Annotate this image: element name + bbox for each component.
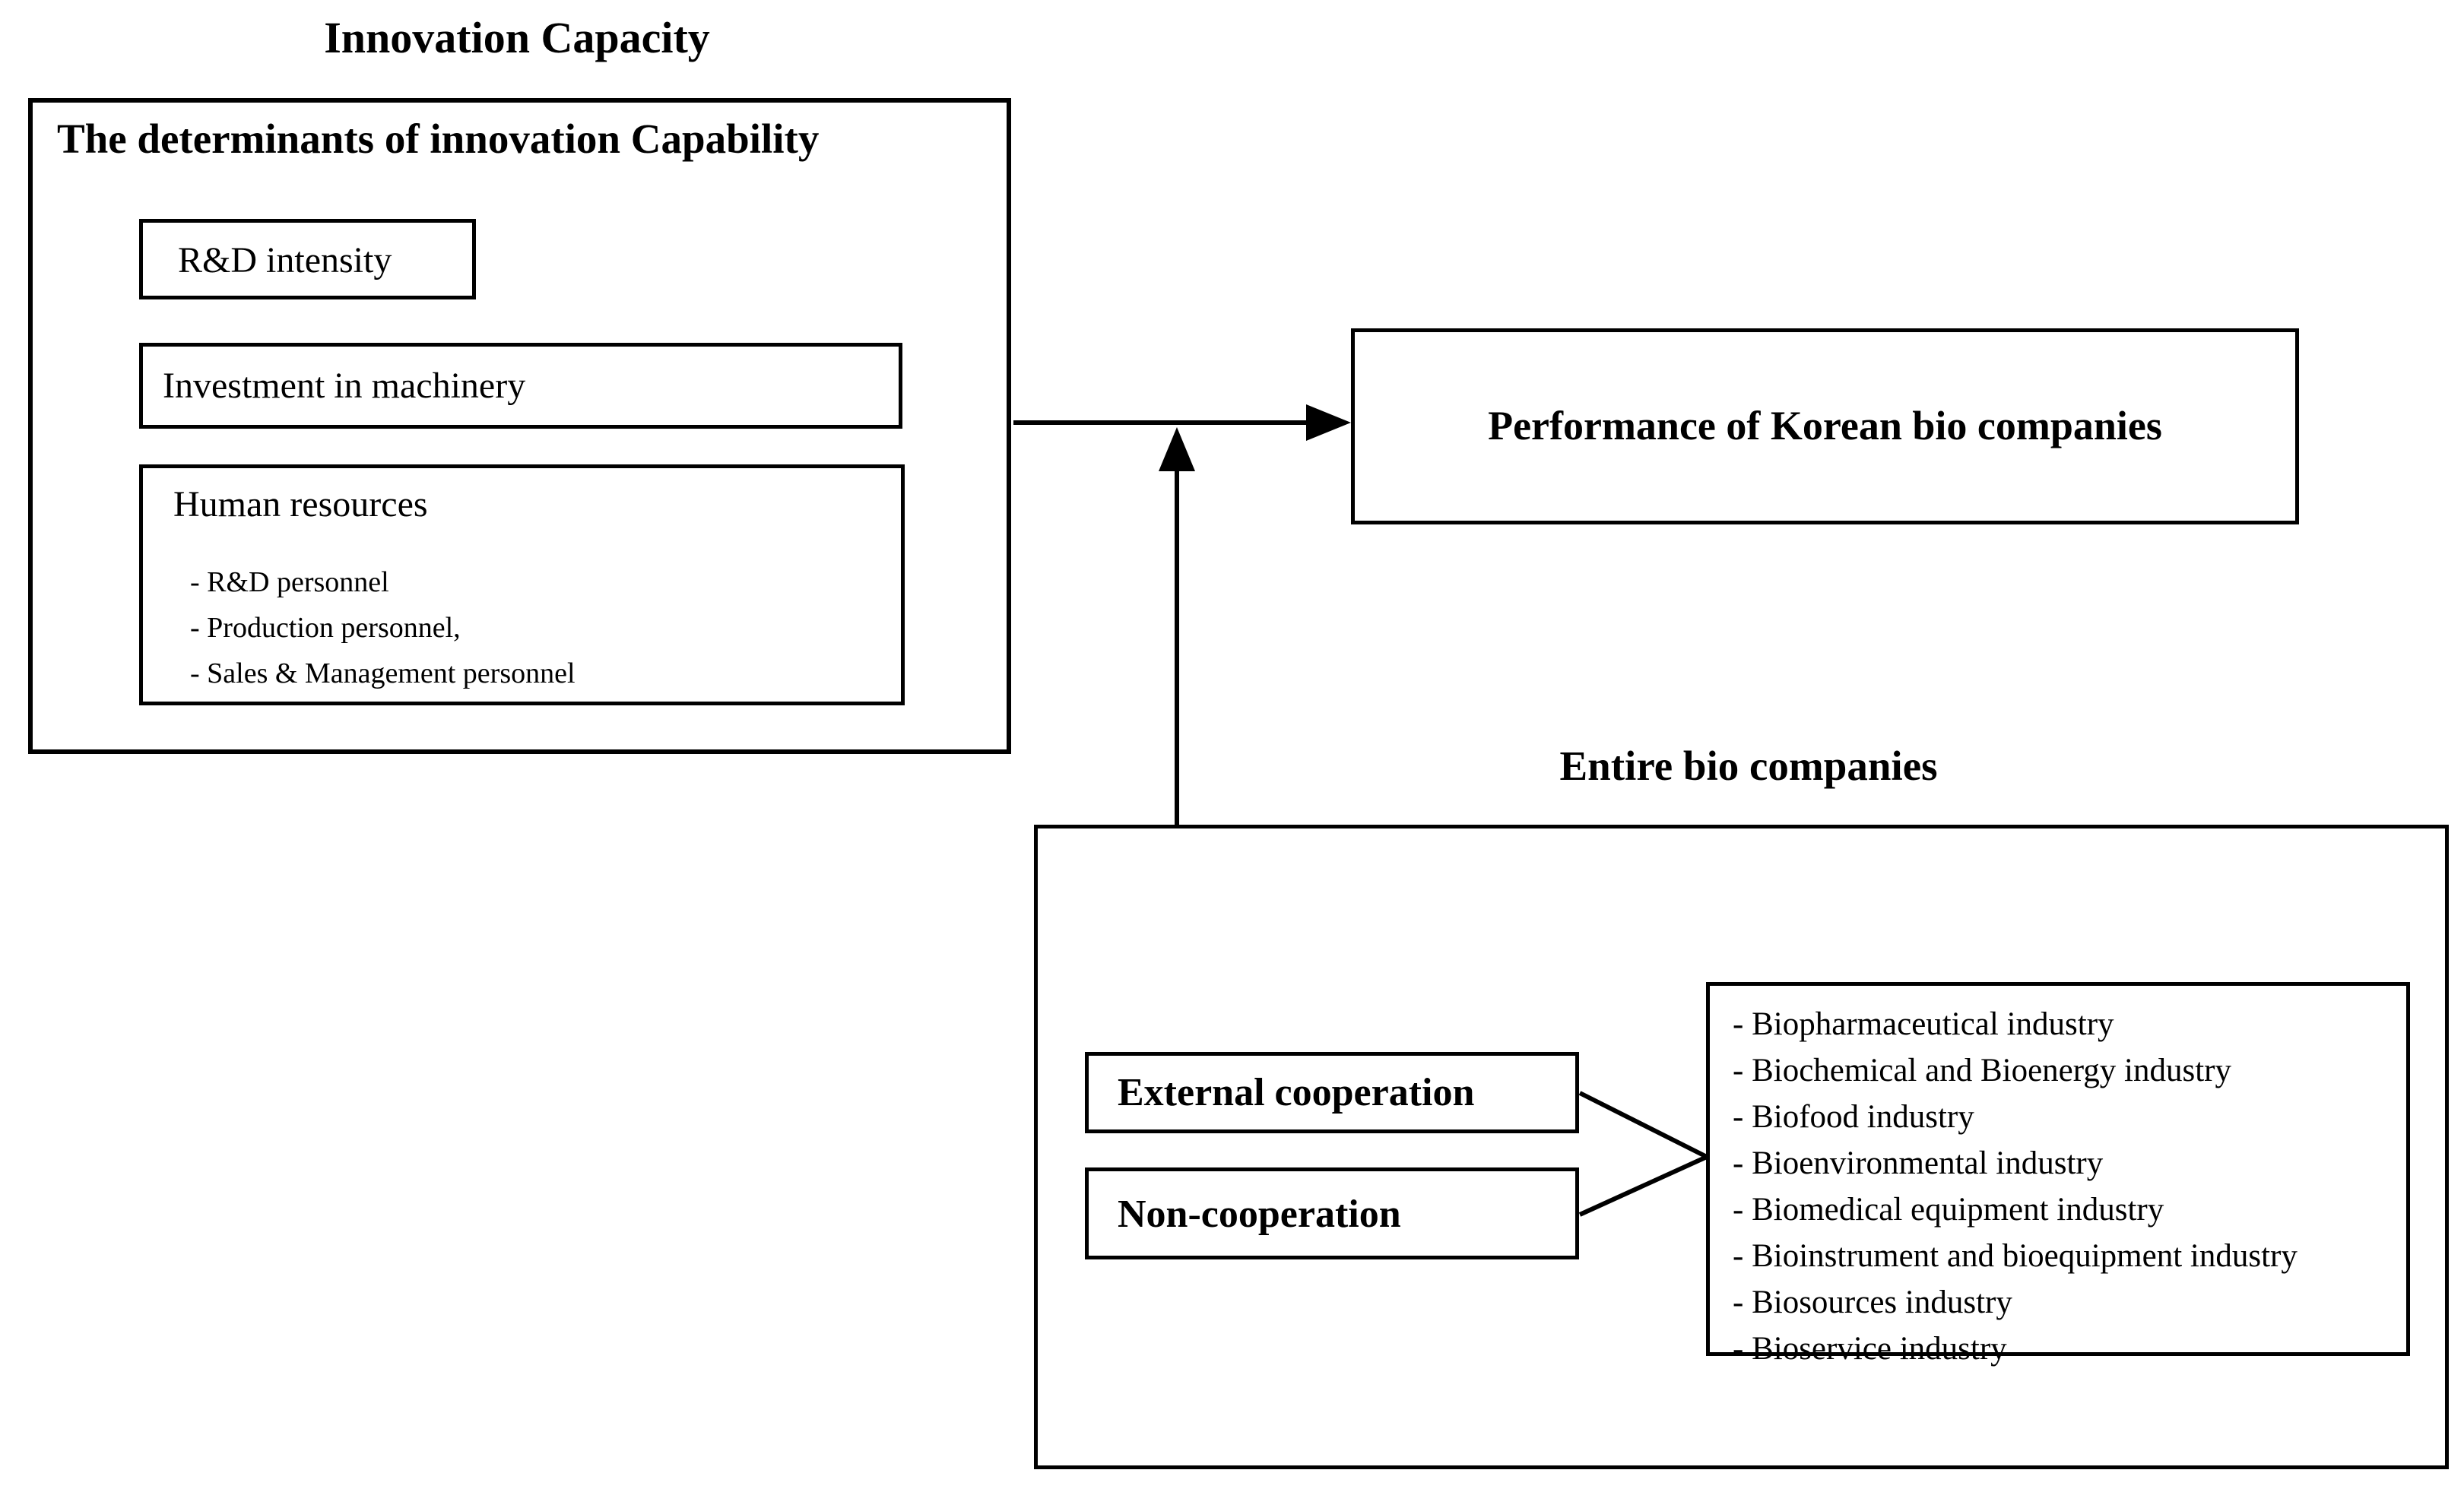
industry-item: - Bioenvironmental industry	[1733, 1145, 2104, 1181]
non-cooperation-label: Non-cooperation	[1118, 1193, 1401, 1236]
industry-item: - Biomedical equipment industry	[1733, 1192, 2164, 1228]
external-cooperation-box: External cooperation	[1085, 1052, 1579, 1133]
industry-item: - Bioservice industry	[1733, 1331, 2007, 1367]
vertical-arrow-head	[1159, 427, 1195, 471]
rd-intensity-label: R&D intensity	[178, 240, 392, 280]
industry-item: - Biosources industry	[1733, 1285, 2012, 1320]
industry-item: - Biofood industry	[1733, 1099, 1974, 1135]
hr-item: - Production personnel,	[190, 612, 461, 644]
human-resources-box: Human resources - R&D personnel - Produc…	[139, 464, 905, 705]
investment-box: Investment in machinery	[139, 343, 902, 429]
industries-list: - Biopharmaceutical industry - Biochemic…	[1733, 1001, 2298, 1372]
industry-item: - Biopharmaceutical industry	[1733, 1006, 2114, 1042]
innovation-capacity-title: Innovation Capacity	[324, 13, 710, 62]
rd-intensity-box: R&D intensity	[139, 219, 476, 299]
determinants-box: The determinants of innovation Capabilit…	[28, 98, 1011, 754]
human-resources-title: Human resources	[173, 484, 428, 524]
non-cooperation-box: Non-cooperation	[1085, 1167, 1579, 1259]
entire-bio-box: External cooperation Non-cooperation - B…	[1034, 825, 2449, 1469]
human-resources-items: - R&D personnel - Production personnel, …	[190, 559, 576, 696]
performance-box: Performance of Korean bio companies	[1351, 328, 2299, 524]
hr-item: - R&D personnel	[190, 566, 389, 598]
investment-label: Investment in machinery	[163, 366, 526, 406]
industry-item: - Biochemical and Bioenergy industry	[1733, 1053, 2232, 1088]
entire-bio-title: Entire bio companies	[1559, 743, 1938, 789]
performance-label: Performance of Korean bio companies	[1488, 403, 2162, 449]
industry-item: - Bioinstrument and bioequipment industr…	[1733, 1238, 2298, 1274]
industries-box: - Biopharmaceutical industry - Biochemic…	[1706, 982, 2410, 1367]
determinants-title: The determinants of innovation Capabilit…	[57, 116, 820, 162]
external-cooperation-label: External cooperation	[1118, 1071, 1475, 1114]
horizontal-arrow-head	[1306, 404, 1351, 441]
hr-item: - Sales & Management personnel	[190, 657, 576, 689]
